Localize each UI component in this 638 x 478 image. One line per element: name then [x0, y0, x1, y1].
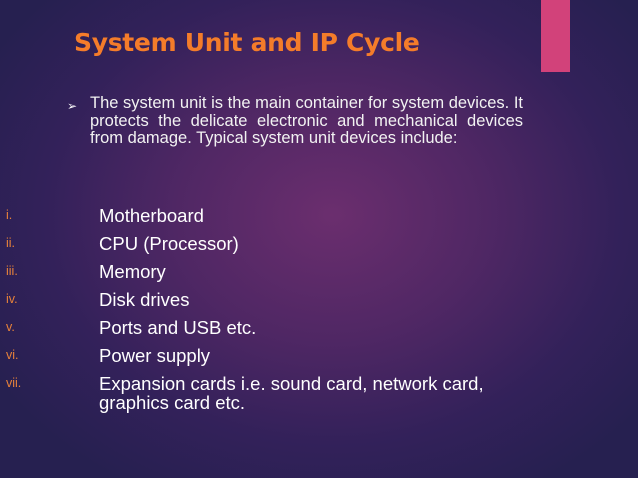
list-item-text: Memory [99, 261, 166, 282]
list-item: iv. Disk drives [0, 288, 600, 316]
list-item: vii. Expansion cards i.e. sound card, ne… [0, 372, 600, 412]
list-item: iii. Memory [0, 260, 600, 288]
intro-bullet: ➢ The system unit is the main container … [67, 94, 523, 148]
intro-text: The system unit is the main container fo… [90, 94, 523, 148]
list-numeral: v. [6, 320, 15, 334]
list-item-text: Disk drives [99, 289, 190, 310]
list-item: vi. Power supply [0, 344, 600, 372]
list-item-text: Expansion cards i.e. sound card, network… [99, 373, 484, 413]
list-numeral: ii. [6, 236, 16, 250]
arrow-right-icon: ➢ [67, 99, 78, 113]
device-list: i. Motherboard ii. CPU (Processor) iii. … [0, 204, 600, 412]
list-item-text: Motherboard [99, 205, 204, 226]
list-item-text: CPU (Processor) [99, 233, 239, 254]
list-numeral: iii. [6, 264, 18, 278]
list-numeral: vi. [6, 348, 19, 362]
accent-tab [541, 0, 570, 72]
list-item: v. Ports and USB etc. [0, 316, 600, 344]
slide-title: System Unit and IP Cycle [74, 28, 420, 57]
list-numeral: vii. [6, 376, 22, 390]
list-item-text: Ports and USB etc. [99, 317, 257, 338]
list-item: i. Motherboard [0, 204, 600, 232]
list-item-text: Power supply [99, 345, 211, 366]
list-numeral: iv. [6, 292, 18, 306]
list-item: ii. CPU (Processor) [0, 232, 600, 260]
list-numeral: i. [6, 208, 13, 222]
